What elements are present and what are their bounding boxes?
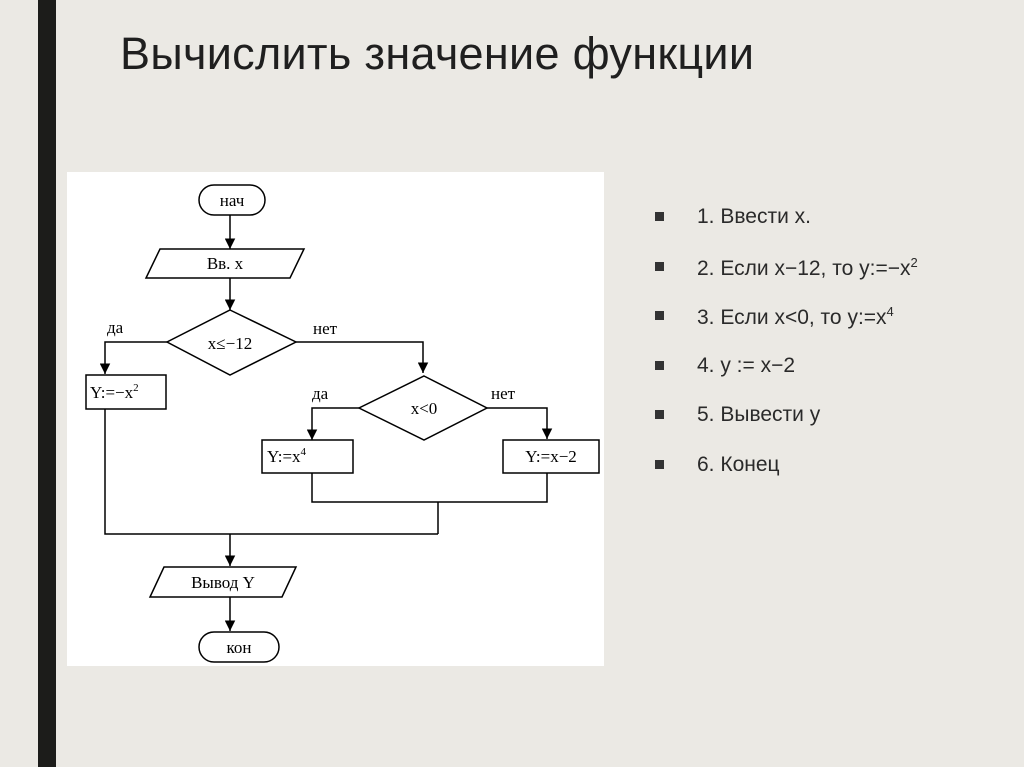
step-text: 1. Ввести x. <box>697 205 811 228</box>
bullet-icon <box>655 410 664 419</box>
assign-3-label: Y:=x−2 <box>525 447 577 466</box>
bullet-icon <box>655 311 664 320</box>
end-terminal <box>198 631 280 663</box>
condition-1-label: x≤−12 <box>208 334 252 353</box>
end-label: кон <box>227 638 252 657</box>
condition-2-label: x<0 <box>411 399 438 418</box>
assign-2-block <box>261 439 354 474</box>
condition-2-no-label: нет <box>491 384 516 403</box>
assign-1-block <box>85 374 167 410</box>
assign-3-block <box>502 439 600 474</box>
bullet-icon <box>655 212 664 221</box>
left-accent-bar <box>38 0 56 767</box>
flowchart: нач Вв. x x≤−12 да нет Y:=−x2 x<0 да нет… <box>85 184 600 663</box>
connector-cond2-no <box>487 407 553 439</box>
start-terminal <box>198 184 266 216</box>
step-text: 2. Если x−12, то y:=−x2 <box>697 254 918 280</box>
flowchart-panel: нач Вв. x x≤−12 да нет Y:=−x2 x<0 да нет… <box>67 172 604 666</box>
step-text: 3. Если x<0, то y:=x4 <box>697 304 894 329</box>
condition-1-block <box>165 309 298 376</box>
slide-title: Вычислить значение функции <box>120 28 755 79</box>
start-label: нач <box>220 191 245 210</box>
output-label: Вывод Y <box>191 573 255 592</box>
connector-merge-inner <box>311 473 548 503</box>
connector-cond1-yes <box>99 341 167 374</box>
bullet-icon <box>655 360 664 370</box>
assign-2-label: Y:=x4 <box>267 446 307 466</box>
assign-1-label: Y:=−x2 <box>90 382 139 402</box>
condition-2-block <box>357 375 489 441</box>
condition-2-yes-label: да <box>312 384 329 403</box>
bullet-icon <box>655 459 664 469</box>
connector-cond2-yes <box>306 407 359 440</box>
step-text: 6. Конец <box>697 452 780 476</box>
input-block <box>144 248 306 279</box>
connector-cond1-no <box>296 341 429 373</box>
connector-merge-outer <box>104 409 438 535</box>
condition-1-no-label: нет <box>313 319 338 338</box>
condition-1-yes-label: да <box>107 318 124 337</box>
step-text: 5. Вывести y <box>697 403 821 426</box>
bullet-icon <box>655 261 664 271</box>
step-text: 4. y := x−2 <box>697 353 796 377</box>
input-label: Вв. x <box>207 254 244 273</box>
output-block <box>148 566 298 598</box>
